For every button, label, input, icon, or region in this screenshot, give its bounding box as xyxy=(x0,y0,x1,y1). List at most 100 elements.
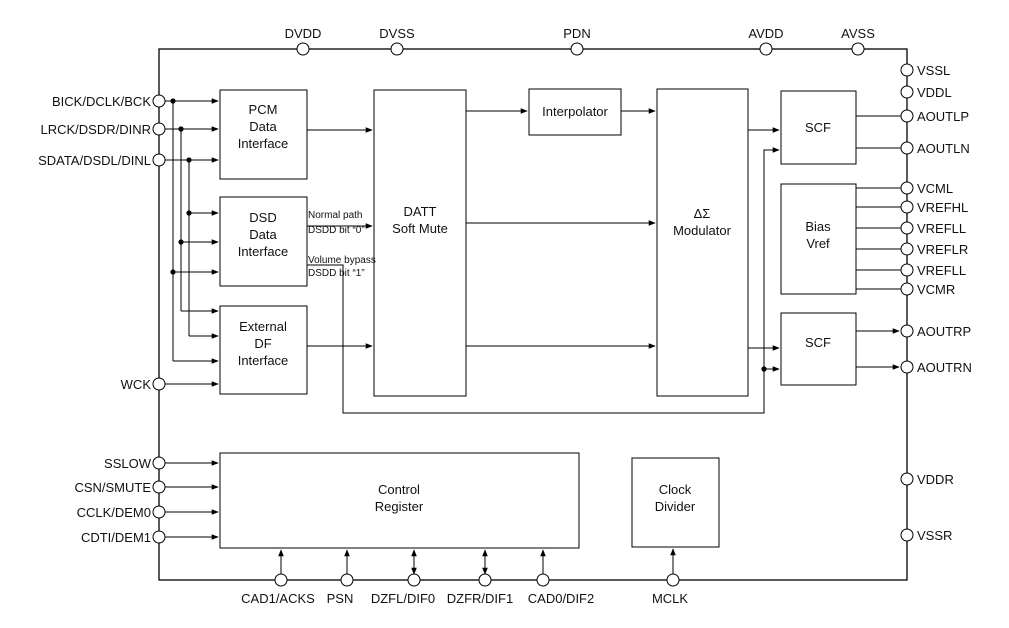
dsd-label-1: DSD xyxy=(249,210,276,225)
pin-label-vcmr: VCMR xyxy=(917,282,955,297)
extdf-label-2: DF xyxy=(254,336,271,351)
pin-vrefll-2 xyxy=(900,263,914,277)
pin-vddr xyxy=(900,472,914,486)
pin-label-dvss: DVSS xyxy=(379,26,415,41)
scf-left-block xyxy=(780,90,857,165)
volume-bypass-label: Volume bypass xyxy=(308,255,376,266)
bias-label-1: Bias xyxy=(805,219,831,234)
normal-path-label: Normal path xyxy=(308,210,362,221)
clock-divider-block xyxy=(631,457,720,548)
scf-right-block xyxy=(780,312,857,386)
clock-label-2: Divider xyxy=(655,499,696,514)
dsd-data-interface-block xyxy=(219,196,308,287)
clock-label-1: Clock xyxy=(659,482,692,497)
pcm-label-2: Data xyxy=(249,119,277,134)
pin-cdti xyxy=(152,530,166,544)
modulator-label-2: Modulator xyxy=(673,223,731,238)
pin-label-sdata: SDATA/DSDL/DINL xyxy=(38,153,151,168)
pin-label-vssr: VSSR xyxy=(917,528,952,543)
pin-label-cad1: CAD1/ACKS xyxy=(241,591,315,606)
pin-label-lrck: LRCK/DSDR/DINR xyxy=(40,122,151,137)
pcm-label-1: PCM xyxy=(249,102,278,117)
pcm-data-interface-block xyxy=(219,89,308,180)
pin-aoutlp xyxy=(900,109,914,123)
pin-label-vddr: VDDR xyxy=(917,472,954,487)
pcm-label-3: Interface xyxy=(238,136,289,151)
pin-label-aoutrn: AOUTRN xyxy=(917,360,972,375)
control-register-block xyxy=(219,452,580,549)
pin-vreflr xyxy=(900,242,914,256)
control-label-2: Register xyxy=(375,499,424,514)
pin-aoutrn xyxy=(900,360,914,374)
pin-label-mclk: MCLK xyxy=(652,591,688,606)
pin-vssr xyxy=(900,528,914,542)
pin-dzfr xyxy=(478,573,492,587)
modulator-label-1: ΔΣ xyxy=(694,206,711,221)
pin-label-aoutln: AOUTLN xyxy=(917,141,970,156)
pin-label-wck: WCK xyxy=(121,377,152,392)
pin-label-dzfl: DZFL/DIF0 xyxy=(371,591,435,606)
pin-aoutrp xyxy=(900,324,914,338)
pin-avss xyxy=(851,42,865,56)
pin-label-bick: BICK/DCLK/BCK xyxy=(52,94,151,109)
extdf-label-1: External xyxy=(239,319,287,334)
pin-label-cdti: CDTI/DEM1 xyxy=(81,530,151,545)
pin-label-cad0: CAD0/DIF2 xyxy=(528,591,594,606)
pin-sslow xyxy=(152,456,166,470)
pin-label-pdn: PDN xyxy=(563,26,590,41)
dsdd-bit-1-label: DSDD bit “1” xyxy=(308,268,365,279)
dsd-label-3: Interface xyxy=(238,244,289,259)
pin-wck xyxy=(152,377,166,391)
extdf-label-3: Interface xyxy=(238,353,289,368)
pin-dvdd xyxy=(296,42,310,56)
pin-label-dzfr: DZFR/DIF1 xyxy=(447,591,513,606)
pin-label-vrefll: VREFLL xyxy=(917,221,966,236)
pin-label-aoutlp: AOUTLP xyxy=(917,109,969,124)
chip-outline xyxy=(158,48,908,581)
pin-cclk xyxy=(152,505,166,519)
interpolator-block xyxy=(528,88,622,136)
pin-label-vreflr: VREFLR xyxy=(917,242,968,257)
pin-bick xyxy=(152,94,166,108)
dsd-label-2: Data xyxy=(249,227,277,242)
pin-label-cclk: CCLK/DEM0 xyxy=(77,505,151,520)
pin-vcml xyxy=(900,181,914,195)
datt-label-2: Soft Mute xyxy=(392,221,448,236)
control-label-1: Control xyxy=(378,482,420,497)
pin-label-dvdd: DVDD xyxy=(285,26,322,41)
dsdd-bit-0-label: DSDD bit “0” xyxy=(308,225,365,236)
external-df-interface-block xyxy=(219,305,308,395)
pin-label-csn: CSN/SMUTE xyxy=(74,480,151,495)
pin-avdd xyxy=(759,42,773,56)
bias-label-2: Vref xyxy=(806,236,830,251)
bias-vref-block xyxy=(780,183,857,295)
pin-sdata xyxy=(152,153,166,167)
pin-lrck xyxy=(152,122,166,136)
pin-dzfl xyxy=(407,573,421,587)
pin-label-avdd: AVDD xyxy=(748,26,783,41)
scf-right-label: SCF xyxy=(805,335,831,350)
scf-left-label: SCF xyxy=(805,120,831,135)
pin-vddl xyxy=(900,85,914,99)
datt-soft-mute-block xyxy=(373,89,467,397)
pin-vssl xyxy=(900,63,914,77)
pin-aoutln xyxy=(900,141,914,155)
pin-label-psn: PSN xyxy=(327,591,354,606)
datt-label-1: DATT xyxy=(404,204,437,219)
pin-cad1 xyxy=(274,573,288,587)
pin-vrefll xyxy=(900,221,914,235)
pin-label-aoutrp: AOUTRP xyxy=(917,324,971,339)
pin-label-vddl: VDDL xyxy=(917,85,952,100)
pin-label-avss: AVSS xyxy=(841,26,875,41)
pin-label-vssl: VSSL xyxy=(917,63,950,78)
pin-vcmr xyxy=(900,282,914,296)
pin-csn xyxy=(152,480,166,494)
pin-dvss xyxy=(390,42,404,56)
pin-label-sslow: SSLOW xyxy=(104,456,152,471)
pin-label-vcml: VCML xyxy=(917,181,953,196)
pin-cad0 xyxy=(536,573,550,587)
pin-mclk xyxy=(666,573,680,587)
pin-label-vrefll-2: VREFLL xyxy=(917,263,966,278)
pin-vrefhl xyxy=(900,200,914,214)
